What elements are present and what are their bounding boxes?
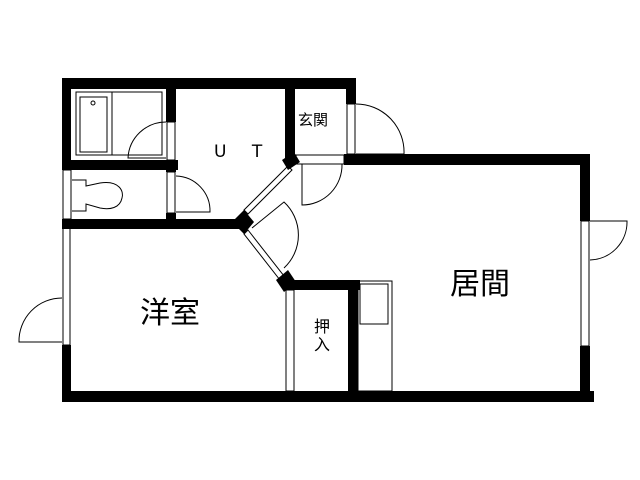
room-label-western-room: 洋室 (140, 296, 200, 331)
room-label-closet: 押入 (311, 318, 330, 354)
door-swings (18, 103, 628, 343)
fixtures (72, 91, 393, 392)
room-label-ut: U T (214, 142, 273, 162)
wall-openings (62, 103, 590, 392)
room-label-genkan: 玄関 (298, 111, 329, 129)
room-label-living-room: 居間 (450, 267, 510, 302)
walls (62, 78, 594, 402)
